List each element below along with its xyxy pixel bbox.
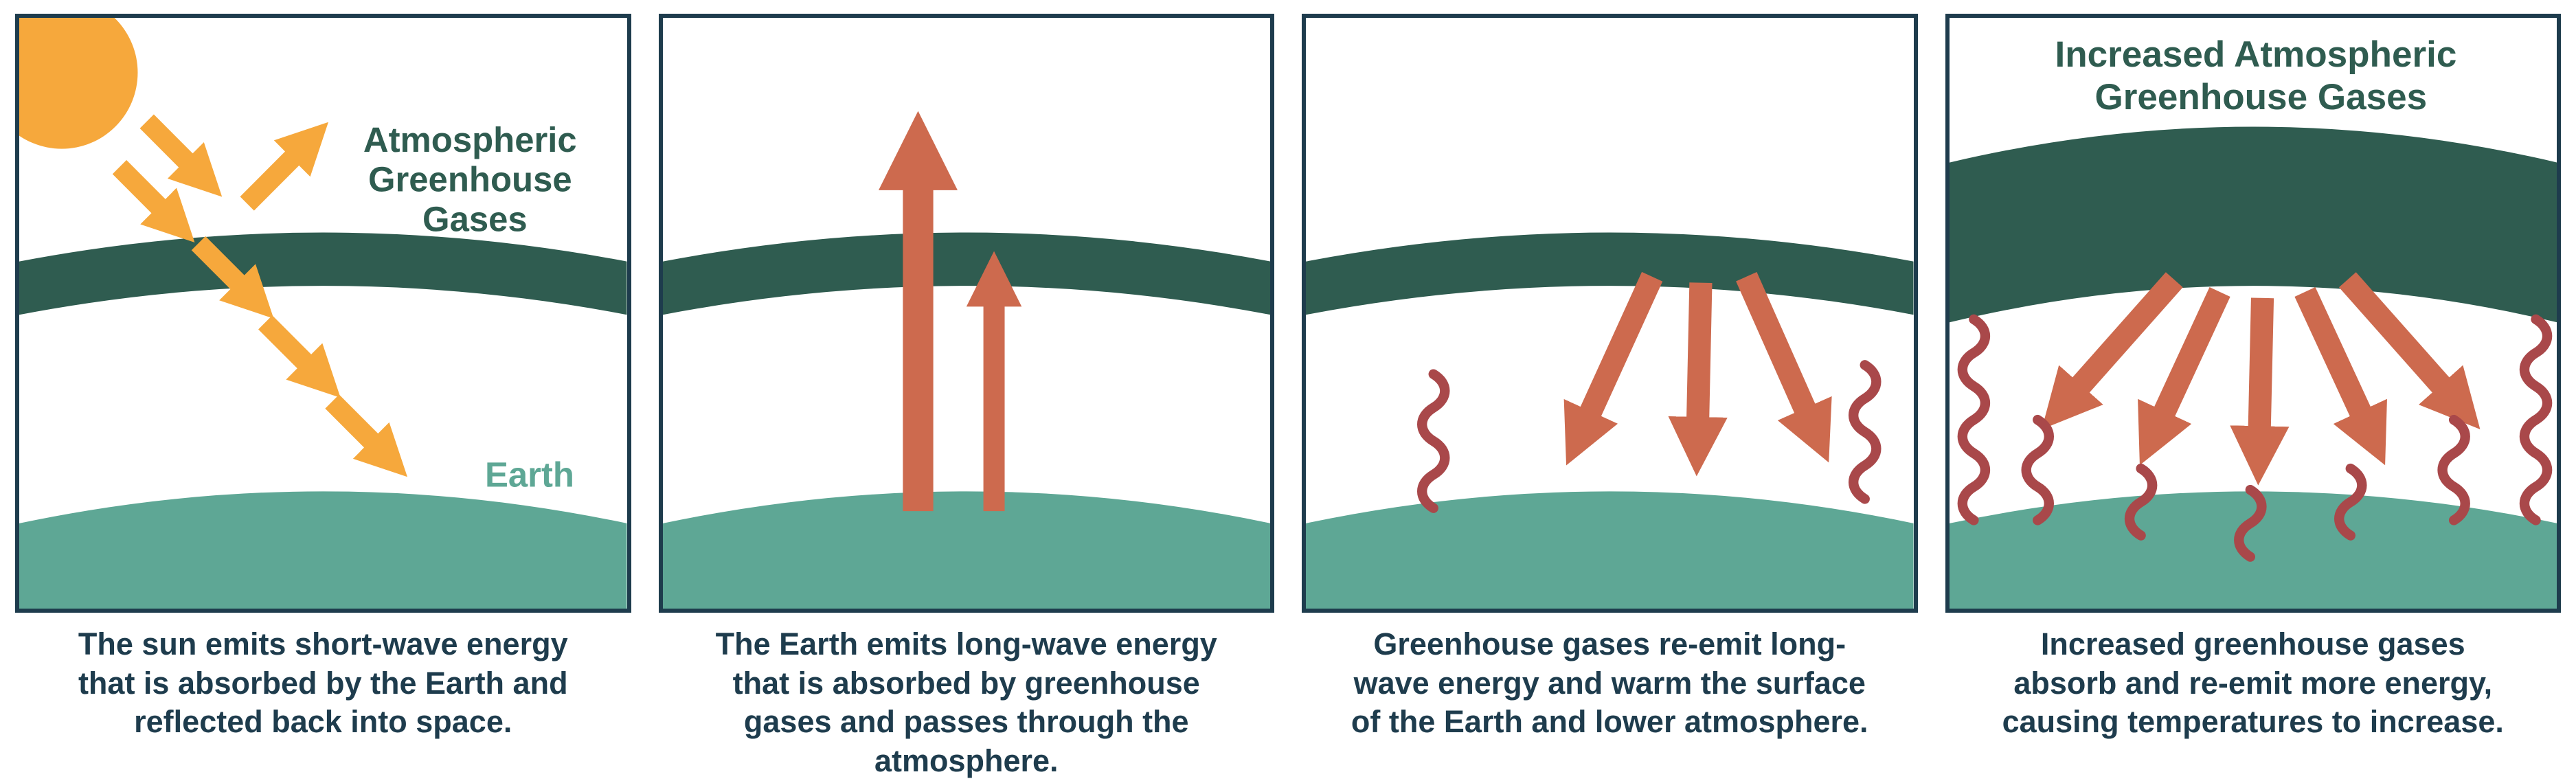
heat-wave-icon: [1957, 314, 1990, 525]
reemitted-arrow-icon: [2137, 286, 2230, 466]
panel-frame: Increased Atmospheric Greenhouse Gases: [1945, 14, 2561, 613]
earth-label: Earth: [485, 455, 574, 495]
panel-earth-longwave: The Earth emits long-wave energy that is…: [658, 14, 1274, 781]
earth-surface: [1949, 491, 2557, 609]
earth-surface: [1306, 491, 1914, 609]
shortwave-arrow-icon: [325, 394, 407, 477]
reemitted-arrows: [2041, 272, 2480, 486]
earth-surface: [19, 491, 627, 609]
reemitted-arrow-icon: [2294, 286, 2387, 466]
increased-gases-label-line: Greenhouse Gases: [2094, 77, 2427, 117]
panel-caption: Greenhouse gases re-emit long-wave energ…: [1351, 626, 1868, 740]
shortwave-arrows: [112, 114, 407, 477]
heat-wave-icon: [2437, 414, 2470, 525]
atmosphere-label: Atmospheric Greenhouse Gases: [363, 120, 587, 238]
shortwave-arrow-icon: [258, 315, 341, 398]
heat-wave-icon: [2124, 463, 2157, 541]
shortwave-arrow-icon: [191, 236, 274, 319]
reflected-arrow-icon: [240, 122, 329, 211]
sun-icon: [19, 18, 138, 149]
reemitted-arrows: [1563, 271, 1832, 477]
heat-wave-icon: [2334, 463, 2366, 541]
heat-wave-icon: [1417, 369, 1450, 513]
panel-sun-shortwave: Atmospheric Greenhouse Gases Earth The s…: [15, 14, 631, 781]
panel-increased-gases: Increased Atmospheric Greenhouse Gases I…: [1945, 14, 2561, 781]
increased-gases-label: Increased Atmospheric Greenhouse Gases: [2055, 34, 2467, 117]
atmosphere-band-thick: [1949, 126, 2557, 323]
atmosphere-band: [19, 232, 627, 315]
reemitted-arrow-icon: [1668, 282, 1728, 477]
panel-caption: Increased greenhouse gases absorb and re…: [2002, 626, 2504, 740]
reemitted-arrow-icon: [2229, 297, 2289, 486]
reemitted-arrow-icon: [1736, 272, 1832, 463]
heat-wave-icon: [2519, 314, 2552, 525]
atmosphere-label-line: Greenhouse: [368, 160, 572, 199]
atmosphere-label-line: Atmospheric: [363, 120, 577, 159]
panel-illustration-longwave: [662, 111, 1270, 609]
heat-wave-icon: [2233, 484, 2266, 562]
panel-illustration-increased: Increased Atmospheric Greenhouse Gases: [1949, 34, 2557, 609]
reemitted-arrow-icon: [2041, 272, 2183, 429]
atmosphere-band: [1306, 232, 1914, 315]
panel-frame: Atmospheric Greenhouse Gases Earth: [15, 14, 631, 613]
longwave-arrows: [878, 111, 1021, 512]
atmosphere-band: [662, 232, 1270, 315]
increased-gases-label-line: Increased Atmospheric: [2055, 34, 2456, 75]
panel-illustration-reemission: [1306, 232, 1914, 609]
heat-wave-icon: [2021, 414, 2054, 525]
reemitted-arrow-icon: [1563, 271, 1663, 466]
panel-frame: [1302, 14, 1918, 613]
reemitted-arrow-icon: [2338, 272, 2480, 429]
atmosphere-label-line: Gases: [422, 199, 528, 238]
panel-caption: The Earth emits long-wave energy that is…: [715, 626, 1217, 779]
panel-illustration-sun: Atmospheric Greenhouse Gases Earth: [19, 18, 627, 609]
shortwave-arrow-icon: [139, 114, 223, 197]
heat-wave-icon: [1849, 360, 1882, 504]
panel-reemission: Greenhouse gases re-emit long-wave energ…: [1302, 14, 1918, 781]
shortwave-arrow-icon: [112, 160, 195, 242]
panel-frame: [658, 14, 1274, 613]
panel-caption: The sun emits short-wave energy that is …: [78, 626, 568, 740]
earth-surface: [662, 491, 1270, 609]
